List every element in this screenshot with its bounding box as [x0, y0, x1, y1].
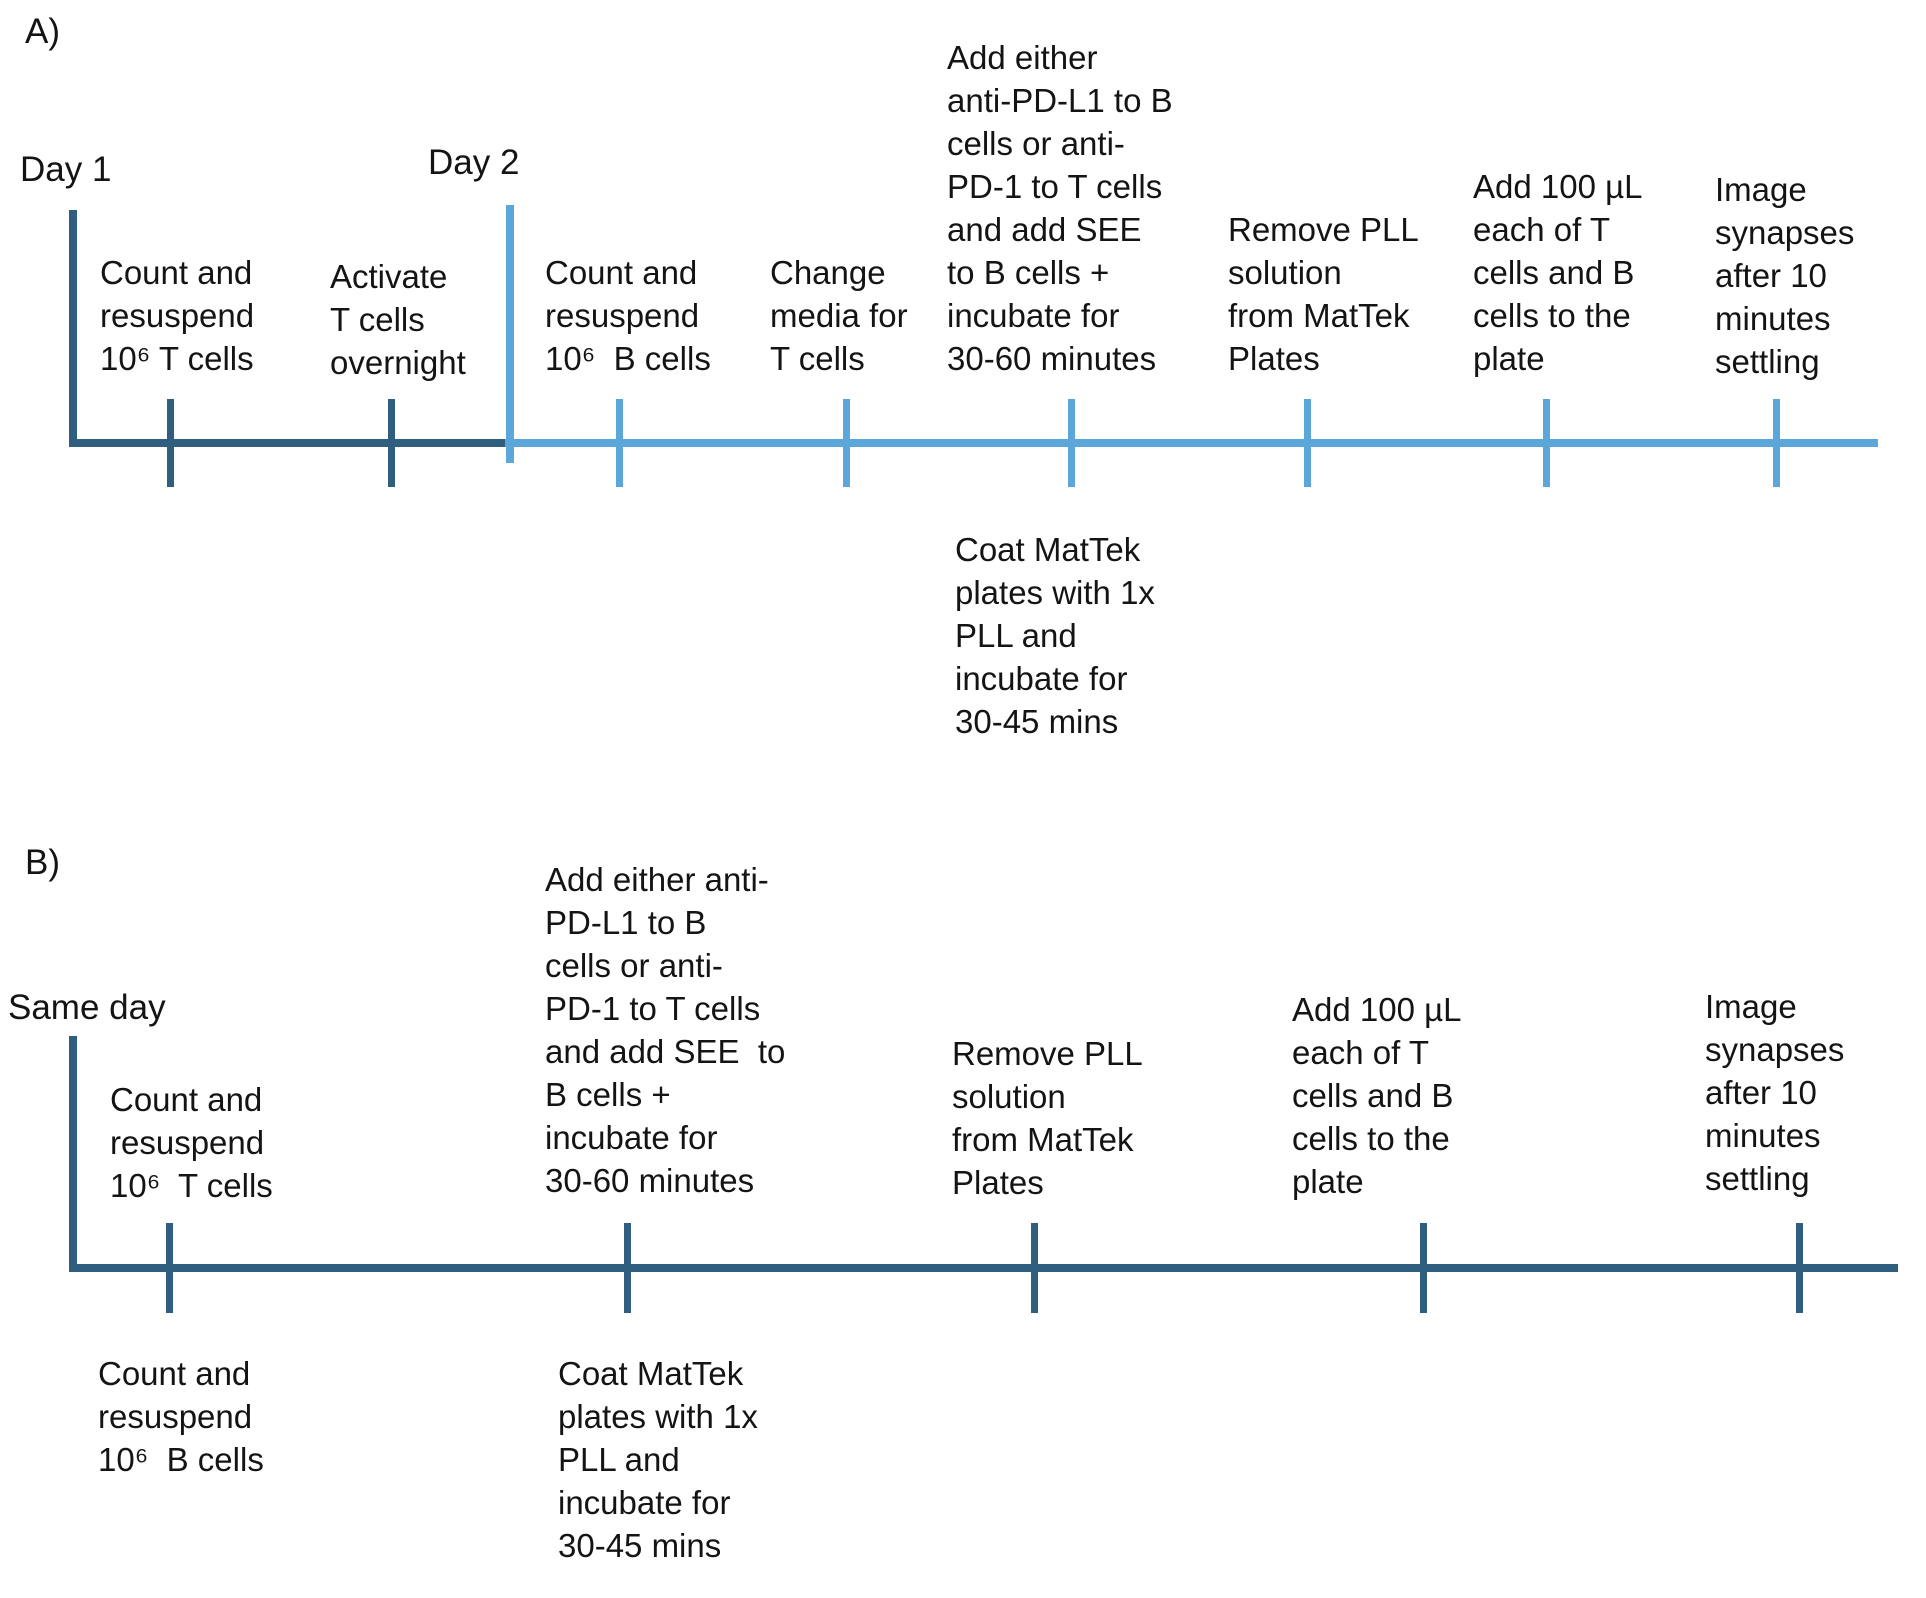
- day1-label: Day 1: [20, 150, 112, 189]
- timeline-tick: [616, 399, 623, 487]
- timeline-tick: [1773, 399, 1780, 487]
- event-image-synapses: Image synapses after 10 minutes settling: [1705, 988, 1845, 1197]
- event-image-synapses: Image synapses after 10 minutes settling: [1715, 171, 1855, 380]
- day1-start-marker: [69, 210, 77, 447]
- event-add-antibodies-see: Add either anti- PD-L1 to B cells or ant…: [545, 861, 786, 1199]
- timeline-tick: [1068, 399, 1075, 487]
- timeline-tick: [388, 399, 395, 487]
- same-day-label: Same day: [8, 988, 166, 1027]
- timeline-tick: [166, 1223, 173, 1313]
- event-count-resuspend-t-cells: Count and resuspend 10⁶ T cells: [100, 254, 255, 377]
- panel-b-label: B): [25, 843, 60, 882]
- timeline-tick: [1420, 1223, 1427, 1313]
- timeline-a-day2-segment: [505, 439, 1878, 447]
- event-coat-mattek-plates: Coat MatTek plates with 1x PLL and incub…: [558, 1355, 758, 1564]
- timeline-tick: [1796, 1223, 1803, 1313]
- panel-a-label: A): [25, 12, 60, 51]
- event-activate-t-cells: Activate T cells overnight: [330, 258, 466, 381]
- timeline-a-day1-segment: [73, 439, 513, 447]
- timeline-tick: [1304, 399, 1311, 487]
- event-remove-pll: Remove PLL solution from MatTek Plates: [952, 1035, 1143, 1201]
- event-count-resuspend-b-cells: Count and resuspend 10⁶ B cells: [545, 254, 711, 377]
- event-add-cells-to-plate: Add 100 µL each of T cells and B cells t…: [1292, 991, 1462, 1200]
- event-remove-pll: Remove PLL solution from MatTek Plates: [1228, 211, 1419, 377]
- timeline-tick: [1543, 399, 1550, 487]
- event-count-resuspend-b-cells: Count and resuspend 10⁶ B cells: [98, 1355, 264, 1478]
- timeline-tick: [624, 1223, 631, 1313]
- event-change-media: Change media for T cells: [770, 254, 908, 377]
- timeline-tick: [1031, 1223, 1038, 1313]
- timeline-b: [73, 1264, 1898, 1272]
- day2-label: Day 2: [428, 143, 520, 182]
- same-day-start-marker: [69, 1036, 77, 1272]
- timeline-tick: [167, 399, 174, 487]
- event-coat-mattek-plates: Coat MatTek plates with 1x PLL and incub…: [955, 531, 1155, 740]
- event-count-resuspend-t-cells: Count and resuspend 10⁶ T cells: [110, 1081, 273, 1204]
- event-add-cells-to-plate: Add 100 µL each of T cells and B cells t…: [1473, 168, 1643, 377]
- timeline-tick: [843, 399, 850, 487]
- day2-start-marker: [506, 205, 514, 463]
- event-add-antibodies-see: Add either anti-PD-L1 to B cells or anti…: [947, 39, 1173, 377]
